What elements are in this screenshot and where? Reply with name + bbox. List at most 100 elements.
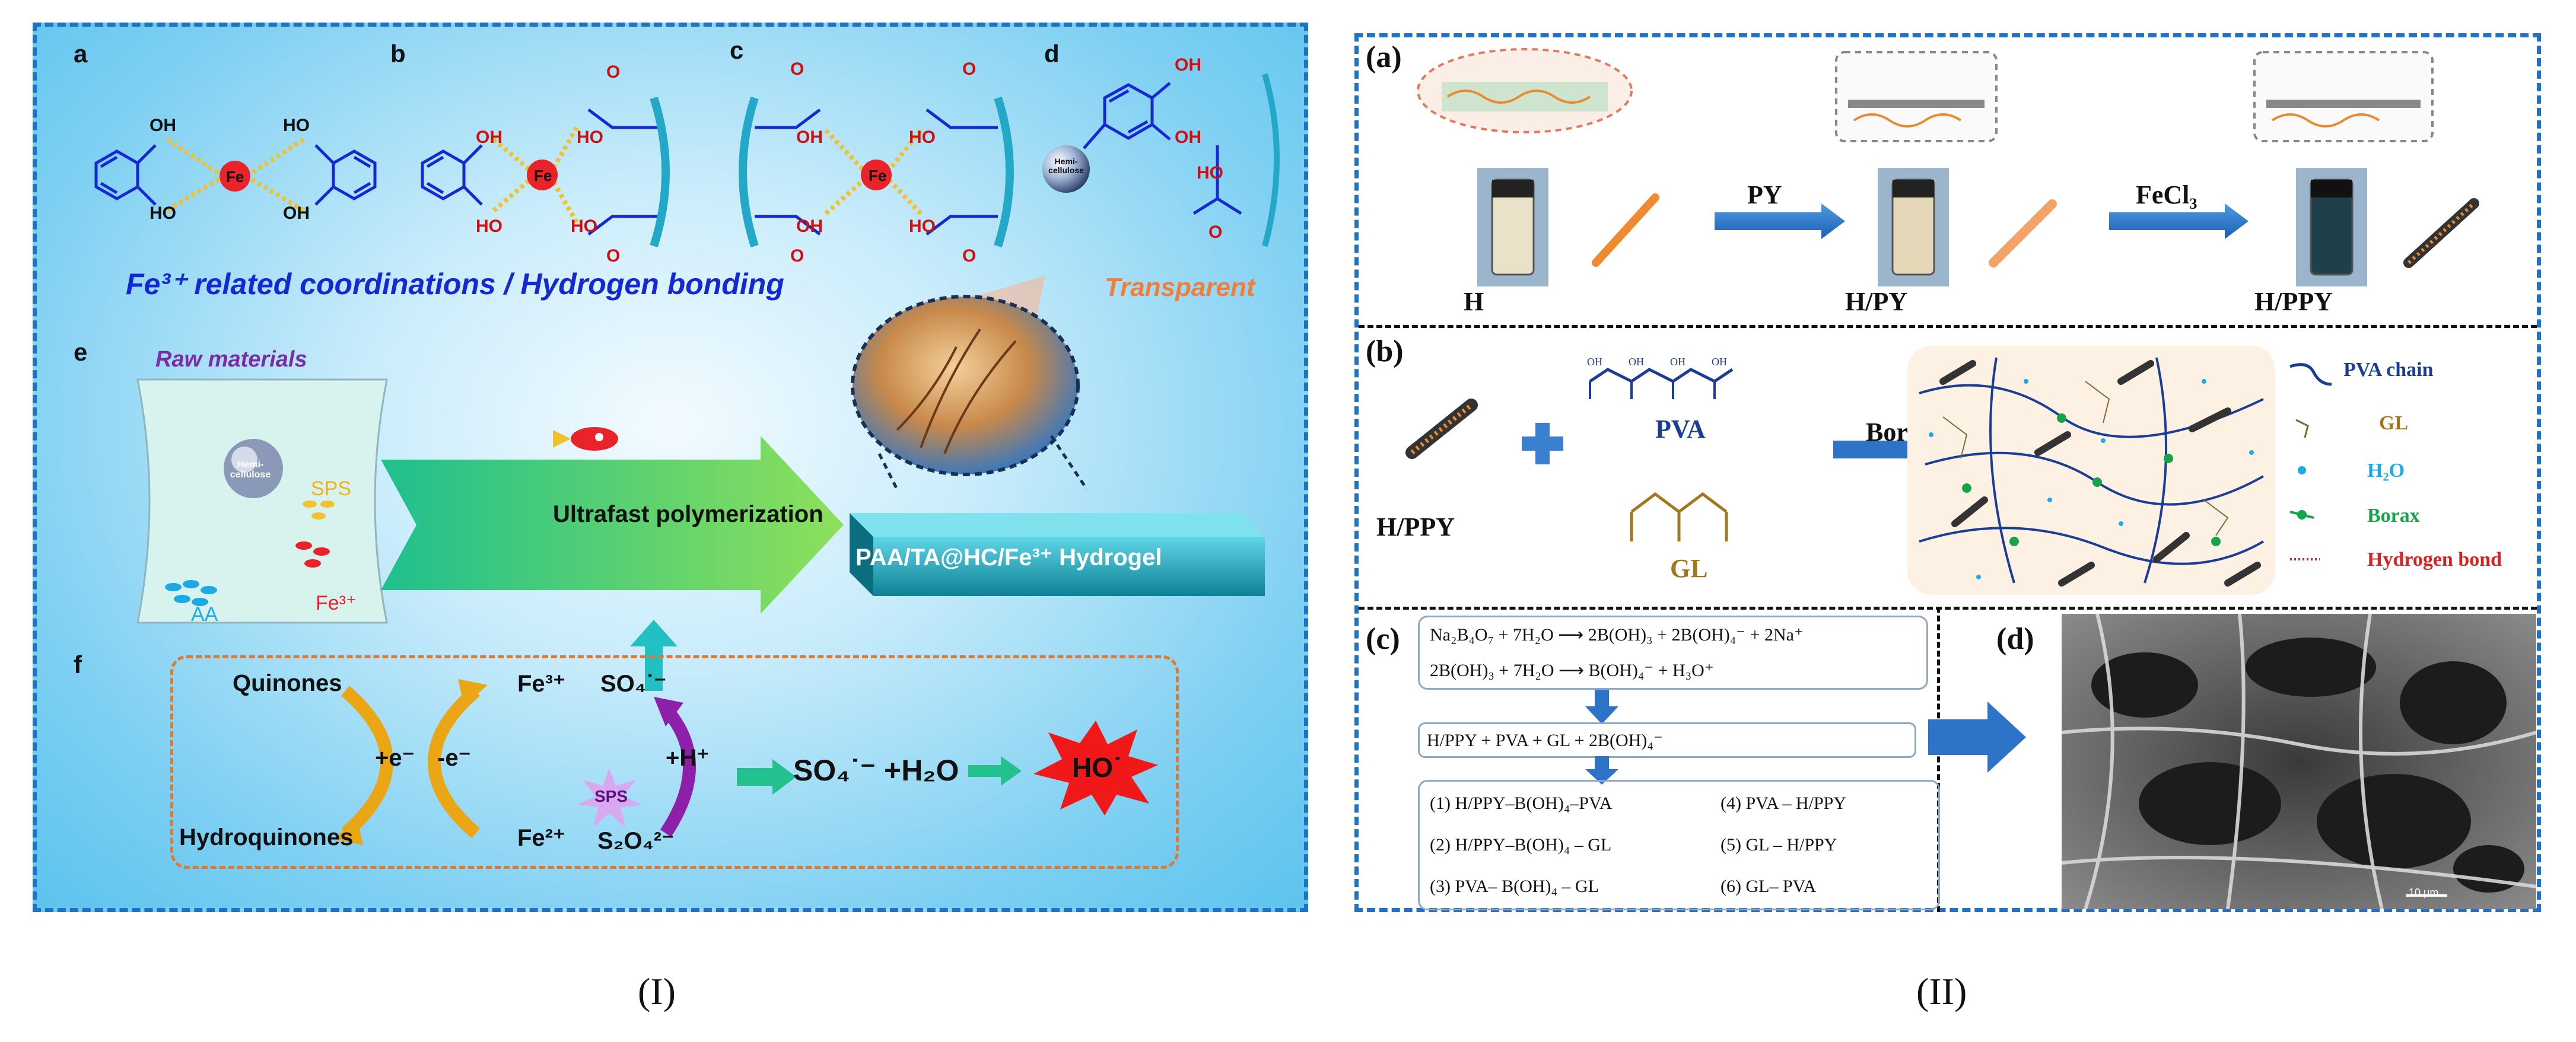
sem-micrograph: [2062, 614, 2536, 909]
equation-1: Na₂B₄O₇ + 7H₂O ⟶ 2B(OH)₃ + 2B(OH)₄⁻ + 2N…: [1430, 625, 1804, 645]
a-fe-label: Fe: [226, 168, 244, 186]
sps-cycle-label: SPS: [594, 787, 628, 805]
d-ho: HO: [1197, 163, 1223, 183]
structure-c-diagram: [739, 96, 1014, 248]
hydroquinones-label: Hydroquinones: [179, 824, 354, 850]
d-hemicellulose-label: Hemi- cellulose: [1048, 157, 1084, 175]
pva-oh-4: OH: [1712, 356, 1727, 368]
redox-cycle-arrows: [333, 679, 796, 845]
c-o-top-left: O: [790, 59, 804, 79]
bond-5: (5) GL – H/PPY: [1720, 835, 1837, 855]
network-legend-icons: [2289, 363, 2332, 560]
step-fecl3-label: FeCl₃: [2136, 180, 2197, 209]
hydroxyl-burst-icon: [1033, 721, 1158, 815]
aa-label: AA: [191, 603, 218, 626]
pva-oh-2: OH: [1629, 356, 1644, 368]
b-fe-label: Fe: [534, 167, 552, 184]
label-b: b: [390, 40, 406, 68]
fe2-cycle-label: Fe²⁺: [517, 825, 566, 851]
bond-2: (2) H/PPY–B(OH)₄ – GL: [1430, 835, 1612, 855]
pva-label: PVA: [1655, 415, 1706, 444]
s2o4-label: S₂O₄²⁻: [597, 828, 675, 854]
label-a-section: (a): [1366, 40, 1402, 74]
c-oh-top-left: OH: [796, 128, 823, 147]
redox-cycle-box: [170, 655, 1179, 869]
b-ho-top-right: HO: [577, 128, 603, 147]
label-a: a: [74, 40, 88, 68]
b-ho-bottom-right: HO: [571, 216, 597, 236]
c-ho-top-right: HO: [909, 128, 936, 147]
caption-i: (I): [638, 970, 676, 1012]
bond-6: (6) GL– PVA: [1720, 877, 1817, 896]
structure-a-diagram: [94, 137, 377, 213]
fe3-cycle-label: Fe³⁺: [517, 671, 566, 697]
c-ho-bottom-right: HO: [909, 216, 936, 236]
label-c-section: (c): [1366, 622, 1400, 656]
a-oh-top-left: OH: [150, 116, 176, 135]
mixture-box: [1418, 722, 1916, 758]
label-c: c: [730, 36, 744, 64]
b-o-top: O: [606, 62, 621, 82]
e-hemicellulose-label: Hemi- cellulose: [230, 460, 271, 480]
reaction-label: SO₄˙⁻ +H₂O: [793, 754, 959, 787]
d-o: O: [1209, 222, 1223, 242]
synthesis-scheme-a: [1417, 48, 2479, 286]
minus-e-label: -e⁻: [437, 745, 471, 771]
a-oh-bottom-right: OH: [283, 203, 310, 223]
divider-ab: [1359, 325, 2537, 328]
raw-materials-label: Raw materials: [155, 347, 307, 372]
pva-oh-1: OH: [1587, 356, 1602, 368]
bond-4: (4) PVA – H/PPY: [1720, 794, 1847, 813]
label-b-section: (b): [1366, 334, 1404, 368]
legend-water: H₂O: [2367, 460, 2405, 482]
sample-hppy-label: H/PPY: [2254, 287, 2333, 316]
c-fe-label: Fe: [869, 167, 887, 184]
label-e: e: [74, 338, 88, 366]
green-arrow-icon: [968, 756, 1022, 786]
raw-materials-container: [136, 378, 388, 624]
c-o-bottom-right: O: [962, 246, 977, 266]
legend-pva-chain: PVA chain: [2343, 359, 2434, 381]
label-d-section: (d): [1996, 622, 2034, 656]
divider-cd: [1937, 607, 1940, 912]
coordination-title: Fe³⁺ related coordinations / Hydrogen bo…: [126, 267, 784, 301]
plus-h-label: +H⁺: [666, 745, 710, 771]
d-oh-top: OH: [1175, 55, 1201, 75]
a-ho-bottom-left: HO: [150, 203, 176, 223]
structure-d-diagram: [1042, 73, 1280, 247]
d-oh-middle: OH: [1175, 128, 1201, 147]
plus-e-label: +e⁻: [375, 745, 415, 771]
bond-3: (3) PVA– B(OH)₄ – GL: [1430, 877, 1599, 896]
polymerization-arrow: [381, 436, 844, 614]
label-d: d: [1044, 40, 1060, 68]
c-o-top-right: O: [962, 59, 977, 79]
a-ho-top-right: HO: [283, 116, 310, 135]
legend-gl: GL: [2379, 412, 2409, 434]
quinones-label: Quinones: [233, 670, 342, 696]
hydrogel-network-diagram: [1907, 346, 2275, 595]
equation-2: 2B(OH)₃ + 7H₂O ⟶ B(OH)₄⁻ + H₃O⁺: [1430, 661, 1714, 680]
equations-box: [1418, 616, 1928, 690]
caption-ii: (II): [1916, 970, 1967, 1012]
hydrogel-graphic: [850, 276, 1265, 596]
legend-hydrogen-bond: Hydrogen bond: [2367, 549, 2502, 571]
down-arrow-icon-1: [1585, 690, 1618, 724]
sample-h-label: H: [1464, 287, 1484, 316]
polymerization-label: Ultrafast polymerization: [553, 501, 823, 527]
b-oh-top: OH: [476, 128, 503, 147]
transparent-label: Transparent: [1105, 273, 1255, 302]
right-arrow-icon: [1928, 702, 2026, 773]
label-f: f: [74, 651, 82, 678]
gl-label: GL: [1670, 554, 1708, 583]
product-label: PAA/TA@HC/Fe³⁺ Hydrogel: [856, 544, 1162, 571]
structure-b-diagram: [421, 96, 670, 248]
panel-1: a b c d: [33, 23, 1308, 912]
hppy-reactant-label: H/PPY: [1376, 512, 1455, 541]
mixture-label: H/PPY + PVA + GL + 2B(OH)₄⁻: [1427, 731, 1663, 750]
bond-1: (1) H/PPY–B(OH)₄–PVA: [1430, 794, 1613, 813]
pva-oh-3: OH: [1670, 356, 1685, 368]
so4-radical-label: SO₄˙⁻: [600, 671, 667, 697]
bonds-box: [1418, 780, 1940, 910]
scale-bar-label: 10 μm: [2409, 887, 2439, 898]
legend-borax: Borax: [2367, 505, 2420, 527]
